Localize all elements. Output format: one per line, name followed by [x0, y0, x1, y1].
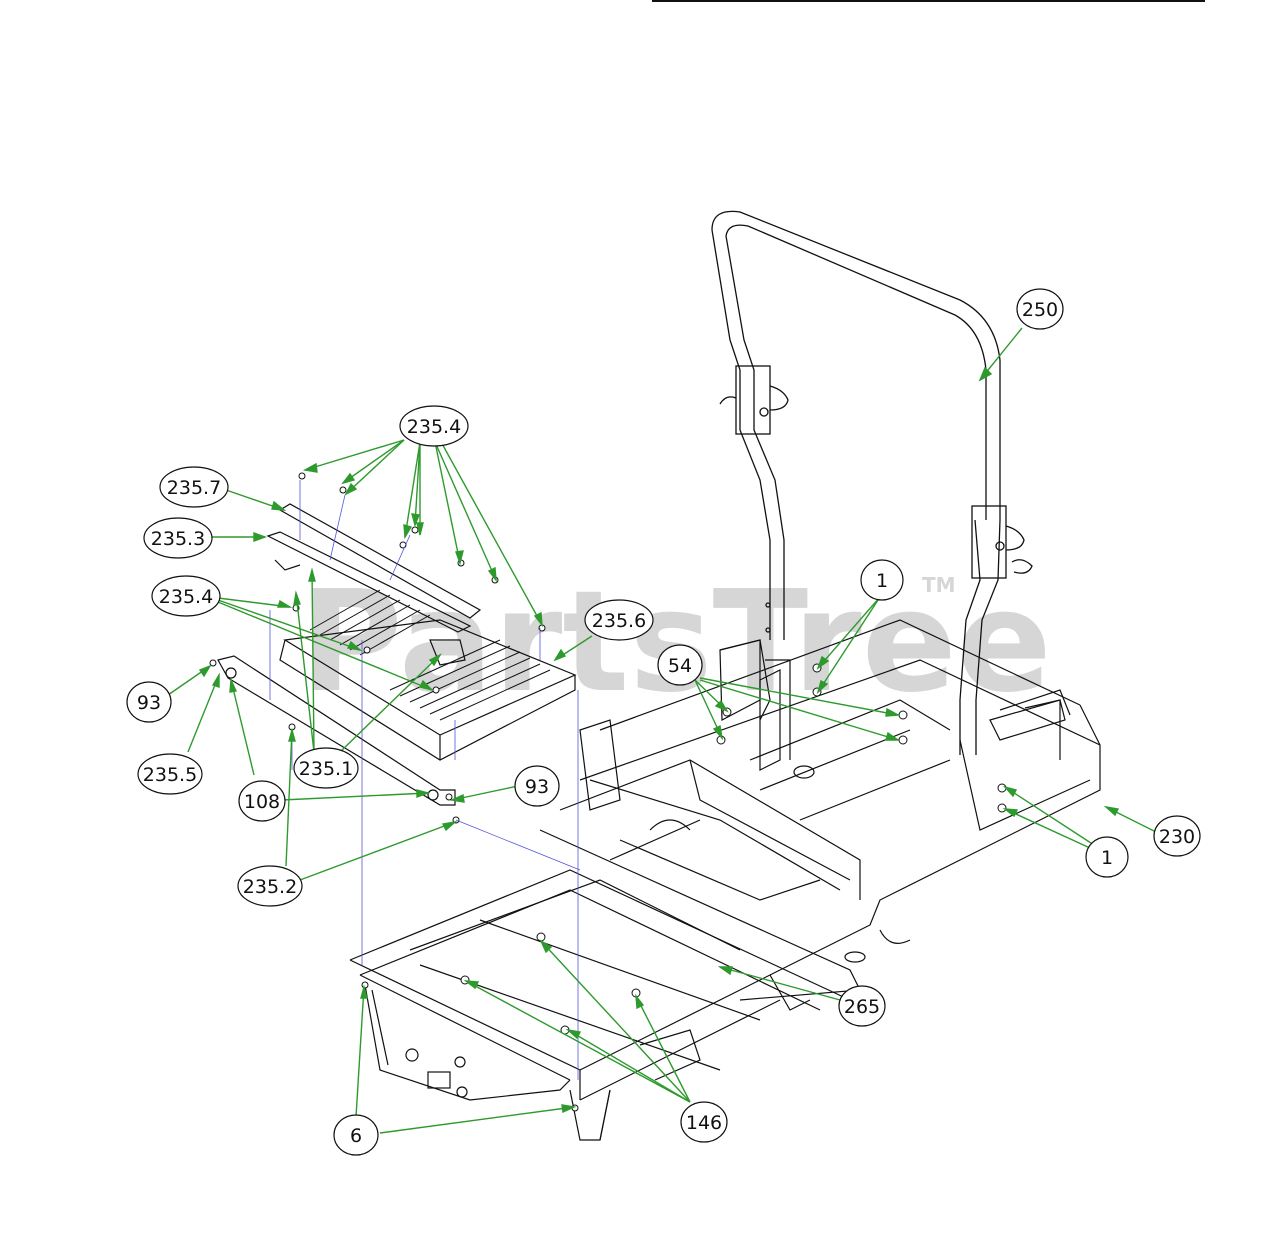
svg-text:108: 108: [244, 791, 280, 813]
leader-lines: [167, 327, 1157, 1134]
svg-text:250: 250: [1022, 299, 1058, 321]
callout-1-right: 1: [1085, 836, 1129, 878]
svg-text:235.6: 235.6: [592, 610, 646, 632]
svg-text:230: 230: [1159, 826, 1195, 848]
svg-text:93: 93: [137, 692, 161, 714]
callout-54: 54: [657, 644, 703, 686]
callout-235-6: 235.6: [584, 599, 654, 641]
watermark-tm: TM: [922, 573, 956, 597]
svg-text:146: 146: [686, 1112, 722, 1134]
callout-250: 250: [1016, 288, 1064, 330]
svg-text:1: 1: [1101, 847, 1113, 869]
svg-text:235.5: 235.5: [143, 764, 197, 786]
svg-text:235.7: 235.7: [167, 477, 221, 499]
assembly-guide-lines: [269, 480, 581, 1080]
svg-text:235.4: 235.4: [407, 416, 461, 438]
main-frame: [349, 619, 1101, 1141]
callout-146: 146: [680, 1101, 728, 1143]
callout-265: 265: [838, 985, 886, 1027]
svg-text:6: 6: [350, 1125, 362, 1147]
callout-235-4-top: 235.4: [399, 405, 469, 447]
svg-text:265: 265: [844, 996, 880, 1018]
callout-235-3: 235.3: [143, 517, 213, 559]
callout-235-5: 235.5: [137, 753, 203, 795]
partstree-watermark: PartsTree TM: [300, 561, 1052, 724]
callout-230: 230: [1153, 815, 1201, 857]
seat-pan-slots: [309, 589, 551, 721]
callout-235-1: 235.1: [293, 747, 359, 789]
callout-6: 6: [333, 1114, 379, 1156]
callout-235-2: 235.2: [237, 865, 303, 907]
callout-235-7: 235.7: [159, 466, 229, 508]
callout-235-4-left: 235.4: [151, 575, 221, 617]
svg-text:235.4: 235.4: [159, 586, 213, 608]
callout-93-left: 93: [126, 681, 172, 723]
callout-1-top: 1: [860, 559, 904, 601]
svg-text:1: 1: [876, 570, 888, 592]
svg-text:235.3: 235.3: [151, 528, 205, 550]
roll-bar: [711, 210, 1033, 755]
svg-text:54: 54: [668, 655, 692, 677]
seat-pan-assembly: [217, 503, 577, 806]
callout-93-right: 93: [514, 765, 560, 807]
svg-text:235.2: 235.2: [243, 876, 297, 898]
svg-text:93: 93: [525, 776, 549, 798]
callout-108: 108: [238, 780, 286, 822]
svg-text:235.1: 235.1: [299, 758, 353, 780]
watermark-text: PartsTree: [300, 561, 1052, 724]
